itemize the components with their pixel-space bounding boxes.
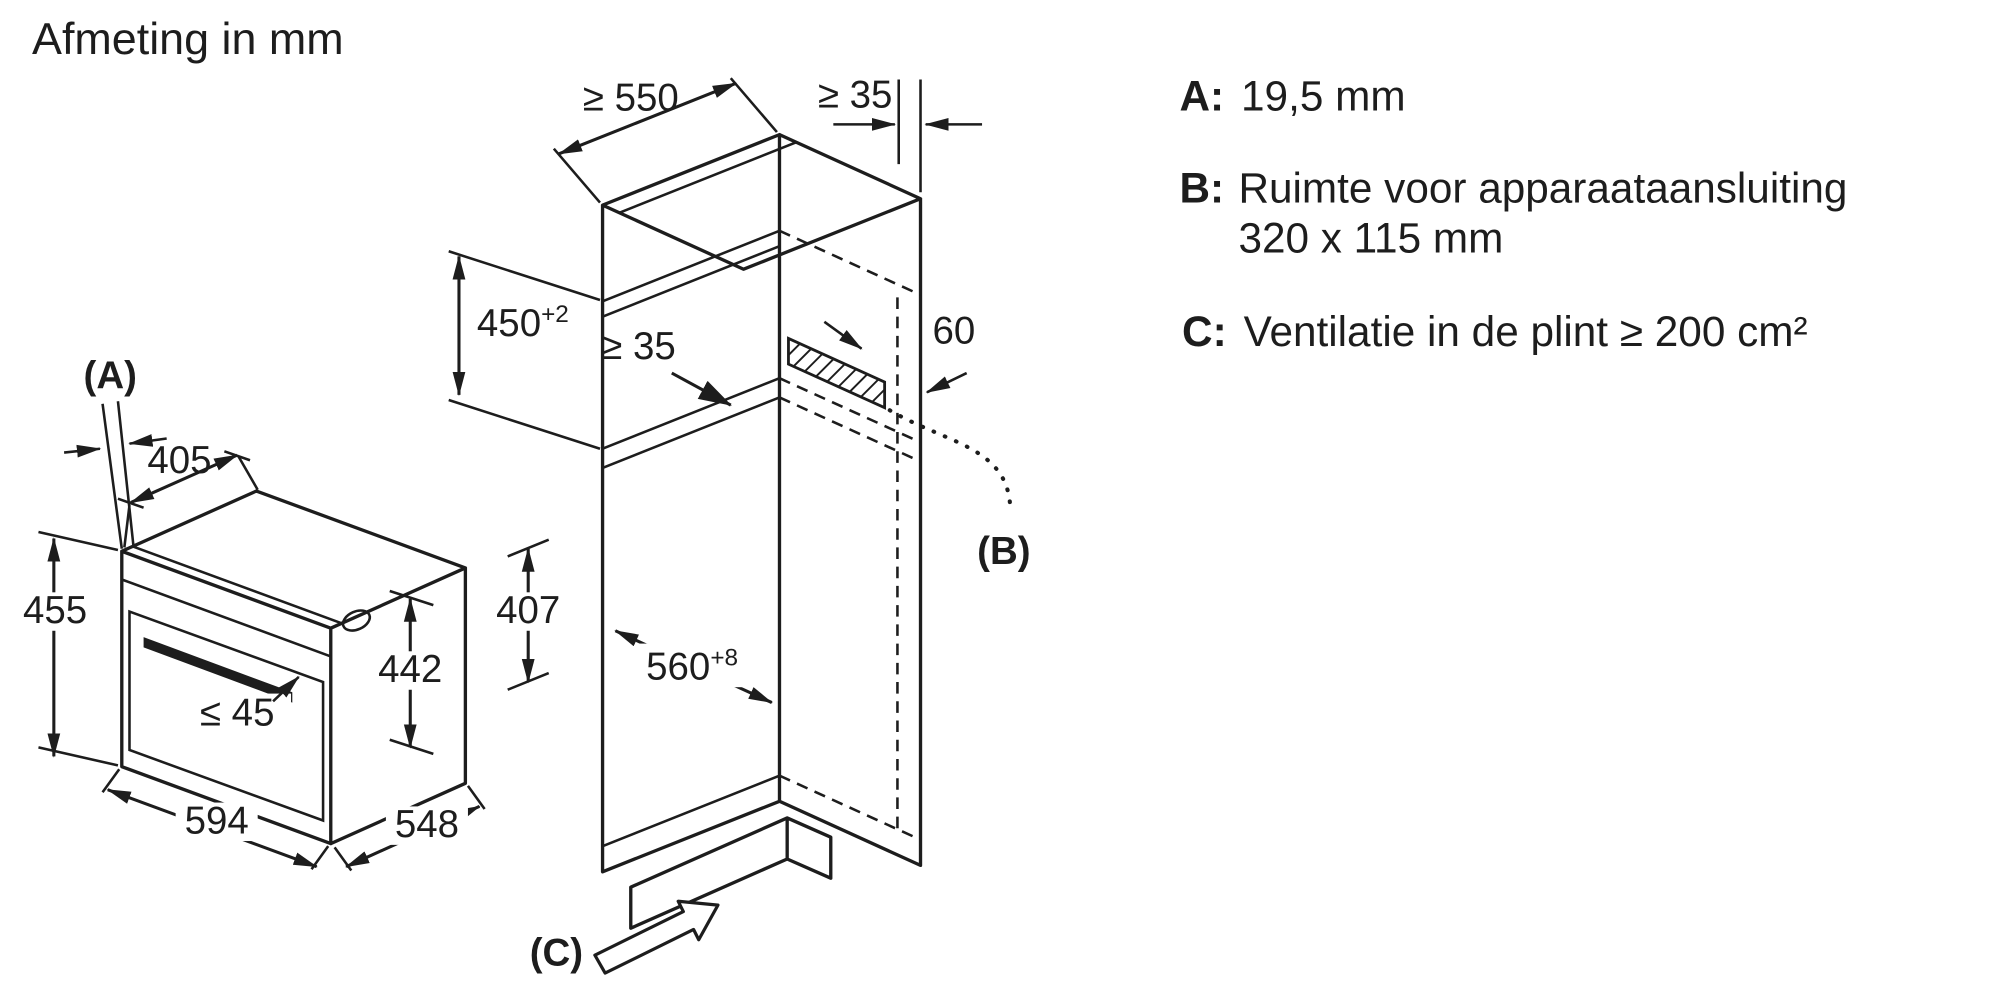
oven-handle — [143, 637, 293, 703]
cabinet-hidden-lines — [778, 229, 922, 841]
dim-442-ticks — [389, 589, 434, 756]
dim-550-extension-lines — [552, 77, 778, 204]
cabinet-niche-lines — [602, 229, 780, 848]
oven-door-outline — [128, 609, 325, 823]
legend-key-b: B: — [1179, 165, 1224, 212]
page-title: Afmeting in mm — [32, 13, 344, 64]
label-b-leader-dots — [887, 408, 1013, 510]
dim-560-tolerance: +8 — [710, 644, 738, 671]
legend-key-c: C: — [1182, 308, 1227, 355]
oven-diagram: (A) 405 455 442 407 ≤ 45 594 548 — [17, 354, 568, 872]
legend-key-a: A: — [1179, 72, 1224, 119]
dim-407-label: 407 — [496, 589, 560, 632]
dim-405-ticks — [117, 450, 259, 548]
dim-60-arrow-upper — [823, 320, 863, 350]
dim-560-value: 560 — [646, 645, 710, 688]
oven-control-panel-line — [121, 578, 332, 658]
legend-row-c: C: Ventilatie in de plint ≥ 200 cm² — [1182, 308, 1808, 355]
label-c: (C) — [530, 931, 583, 974]
dim-450-tolerance: +2 — [541, 301, 569, 328]
connection-area-hatch — [787, 336, 887, 410]
dim-455-label-bg — [17, 592, 93, 631]
cabinet-top-inner-line — [618, 141, 797, 215]
legend-value-a: 19,5 mm — [1241, 72, 1406, 119]
dim-455-extension-lines — [38, 530, 119, 767]
legend-row-a: A: 19,5 mm — [1179, 72, 1405, 119]
dim-405-line — [129, 453, 239, 504]
dim-548-label: 548 — [395, 803, 459, 846]
dim-455-label: 455 — [23, 589, 87, 632]
dim-a-extension-lines — [101, 401, 135, 549]
dim-35-inner-arrow — [671, 371, 732, 407]
dim-60-label: 60 — [932, 310, 975, 353]
dim-405-label: 405 — [147, 439, 211, 482]
dim-560-label: 560+8 — [646, 644, 738, 688]
oven-side-grip — [341, 609, 372, 632]
legend-value-b-line1: Ruimte voor apparaataansluiting — [1238, 165, 1847, 212]
legend-value-c: Ventilatie in de plint ≥ 200 cm² — [1244, 308, 1808, 355]
cabinet-body — [600, 132, 923, 874]
oven-front-overhang-line — [131, 544, 342, 625]
dim-a-arrow-right — [128, 434, 167, 447]
dim-35-rear-label: ≥ 35 — [818, 74, 893, 117]
dim-550-label: ≥ 550 — [583, 76, 679, 119]
dim-a-label: (A) — [84, 354, 137, 397]
dim-407-ticks — [507, 538, 550, 691]
dim-450-label: 450+2 — [477, 301, 569, 345]
dim-60-arrow-lower — [925, 371, 968, 394]
dim-594-label: 594 — [185, 799, 249, 842]
dim-560-label-bg — [638, 643, 752, 688]
dim-45-arrow — [272, 675, 300, 703]
cabinet-diagram: ≥ 550 ≥ 35 450+2 ≥ 35 60 (B) 560+8 (C) — [448, 74, 1031, 975]
dim-550-line — [557, 81, 738, 156]
legend-value-b-line2: 320 x 115 mm — [1238, 215, 1503, 262]
dim-450-value: 450 — [477, 302, 541, 345]
dim-442-label: 442 — [378, 648, 442, 691]
dim-442-label-bg — [370, 651, 450, 690]
dim-35-inner-label: ≥ 35 — [601, 325, 676, 368]
dim-45-label: ≤ 45 — [200, 692, 275, 735]
legend: A: 19,5 mm B: Ruimte voor apparaataansluit… — [1179, 72, 1847, 355]
dim-548-label-bg — [385, 806, 468, 845]
oven-body — [120, 489, 468, 846]
dim-35-rear-extension-lines — [897, 79, 922, 193]
dim-594-label-bg — [175, 802, 258, 842]
dim-450-extension-lines — [448, 250, 601, 450]
dim-a-arrow-left — [63, 444, 102, 458]
label-b: (B) — [977, 530, 1030, 573]
ventilation-arrow — [593, 899, 720, 975]
dim-407-label-bg — [488, 592, 568, 631]
